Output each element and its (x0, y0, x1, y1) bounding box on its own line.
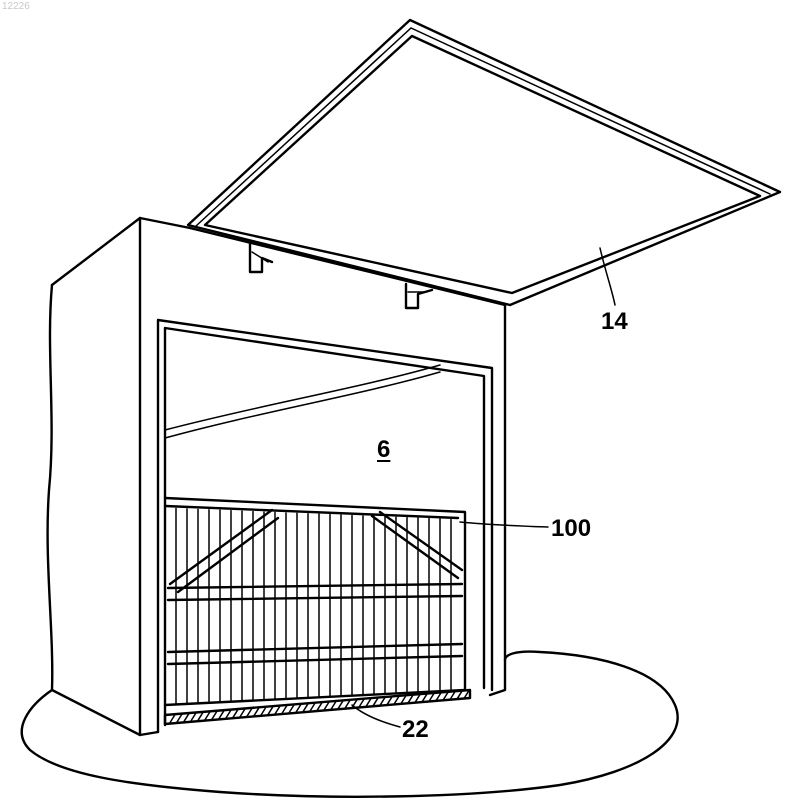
seal-hatch-line (212, 711, 217, 719)
seal-hatch-line (303, 704, 308, 712)
ceiling-panel-rim (196, 28, 770, 226)
seal-hatch-line (184, 713, 189, 721)
building-left-edge (48, 285, 53, 690)
seal-hatch-line (247, 708, 252, 716)
ref-label-14: 14 (601, 310, 628, 334)
seal-hatch-line (177, 714, 182, 722)
seal-hatch-line (268, 707, 273, 715)
seal-hatch-line (205, 712, 210, 720)
seal-hatch-line (254, 708, 259, 716)
ref-label-6: 6 (377, 438, 390, 462)
seal-hatch-line (240, 709, 245, 717)
seal-hatch-line (310, 703, 315, 711)
building-front-top (190, 228, 505, 305)
seal-hatch-line (331, 701, 336, 709)
door-frame-inner (165, 328, 484, 725)
door-panel (165, 498, 470, 724)
seal-hatch-line (338, 701, 343, 709)
building-front-bottom (52, 690, 158, 735)
seal-hatch-line (233, 709, 238, 717)
door-frame-outer (158, 320, 492, 732)
ref-label-100: 100 (551, 517, 591, 541)
seal-hatch-line (317, 703, 322, 711)
seal-hatch-line (226, 710, 231, 718)
seal-hatch-line (261, 707, 266, 715)
building-outer-wall (52, 218, 190, 285)
bracket-right (406, 284, 432, 308)
seal-hatch-line (170, 715, 175, 723)
drawing-id: 12226 (2, 1, 30, 12)
seal-hatch-line (296, 704, 301, 712)
interior-line-2 (165, 372, 440, 438)
seal-hatch-line (275, 706, 280, 714)
seal-hatch-line (191, 713, 196, 721)
seal-hatch-line (198, 712, 203, 720)
ref-label-22: 22 (402, 718, 429, 742)
seal-hatch-line (289, 705, 294, 713)
seal-hatch-line (324, 702, 329, 710)
interior-line-1 (165, 365, 440, 430)
seal-hatch-line (345, 700, 350, 708)
seal-hatch-line (282, 705, 287, 713)
ceiling-panel-inner (205, 36, 760, 293)
seal-hatch-line (219, 711, 224, 719)
ceiling-panel-outer (188, 20, 780, 305)
